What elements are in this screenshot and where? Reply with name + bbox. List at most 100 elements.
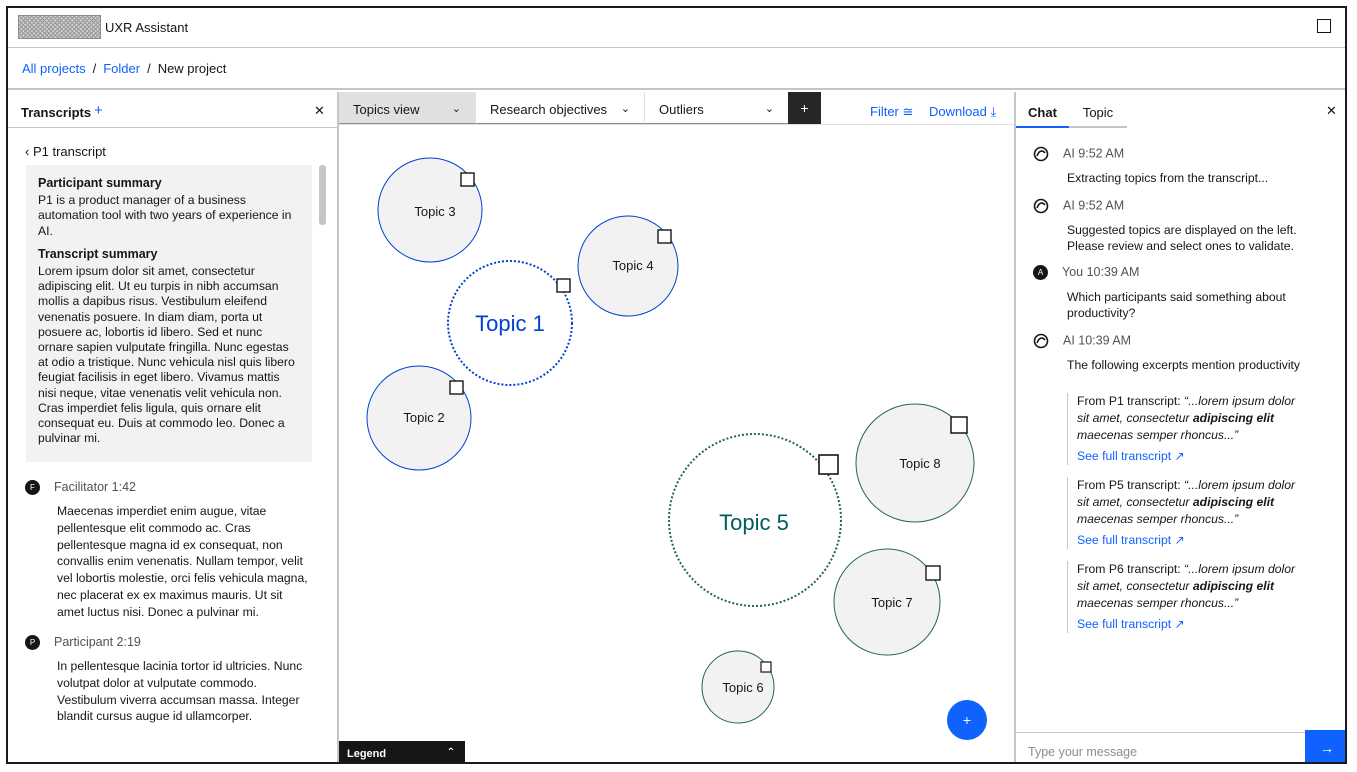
breadcrumb-folder[interactable]: Folder <box>103 61 141 76</box>
app-window: UXR Assistant All projects/Folder/New pr… <box>6 6 1347 764</box>
filter-button[interactable]: Filter ≅ <box>870 104 913 120</box>
excerpt-quote: “...lorem ipsum dolor sit amet, consecte… <box>1077 562 1296 593</box>
topic-4-checkbox[interactable] <box>657 229 672 244</box>
legend-toggle[interactable]: Legend⌃ <box>339 741 465 762</box>
topic-5-checkbox[interactable] <box>818 454 839 475</box>
excerpt-highlight: adipiscing elit <box>1192 495 1275 509</box>
maximize-icon[interactable] <box>1317 19 1331 33</box>
topic-3-label: Topic 3 <box>414 204 455 219</box>
ai-icon <box>1033 146 1049 162</box>
topic-canvas: Topic 3 Topic 4 Topic 1 To <box>339 124 1014 762</box>
download-icon: ⤓ <box>990 104 997 119</box>
message-text: Which participants said something about … <box>1067 290 1286 320</box>
excerpt-source: From P1 transcript: <box>1077 394 1185 408</box>
see-full-transcript-link[interactable]: See full transcript ↗ <box>1077 532 1307 549</box>
message-text: The following excerpts mention productiv… <box>1067 358 1301 372</box>
topics-panel: Topics view ⌄ Research objectives⌄ Outlie… <box>339 92 1014 762</box>
outliers-dropdown[interactable]: Outliers⌄ <box>644 92 788 124</box>
send-button[interactable]: → <box>1305 730 1345 762</box>
add-filter-button[interactable]: + <box>788 92 821 124</box>
external-link-icon: ↗ <box>1174 449 1185 463</box>
excerpt-highlight: adipiscing elit <box>1192 411 1275 425</box>
dropdown-label: Outliers <box>659 102 704 117</box>
view-dropdown[interactable]: Topics view ⌄ <box>339 92 475 124</box>
topic-1-bubble[interactable]: Topic 1 <box>447 260 573 386</box>
message-header: AI 9:52 AM <box>1033 146 1124 162</box>
external-link-icon: ↗ <box>1174 617 1185 631</box>
dropdown-label: Research objectives <box>490 102 608 117</box>
transcript-entry-text: Maecenas imperdiet enim augue, vitae pel… <box>57 504 308 619</box>
message-author: AI 10:39 AM <box>1063 333 1132 348</box>
message-input[interactable]: Type your message <box>1016 732 1305 762</box>
external-link-icon: ↗ <box>1174 533 1185 547</box>
close-icon[interactable]: ✕ <box>314 103 325 118</box>
see-full-transcript-link[interactable]: See full transcript ↗ <box>1077 448 1307 465</box>
topic-6-checkbox[interactable] <box>760 661 772 673</box>
download-button[interactable]: Download ⤓ <box>929 104 996 120</box>
add-topic-fab[interactable]: + <box>947 700 987 740</box>
excerpt-quote: maecenas semper rhoncus...” <box>1077 428 1239 442</box>
chat-panel: Chat Topic ✕ AI 9:52 AM Extracting topic… <box>1014 92 1345 762</box>
speaker-facilitator: F Facilitator 1:42 <box>25 480 136 496</box>
breadcrumb-current: New project <box>157 61 227 76</box>
close-icon[interactable]: ✕ <box>1326 103 1337 118</box>
topic-1-checkbox[interactable] <box>556 278 571 293</box>
filter-label: Filter <box>870 104 899 119</box>
topic-6-bubble[interactable]: Topic 6 <box>701 650 775 724</box>
legend-label: Legend <box>347 748 387 760</box>
transcript-entry-text: In pellentesque lacinia tortor id ultric… <box>57 659 303 724</box>
excerpt-highlight: adipiscing elit <box>1192 579 1275 593</box>
excerpt-p6: From P6 transcript: “...lorem ipsum dolo… <box>1067 561 1307 633</box>
topic-5-bubble[interactable]: Topic 5 <box>668 433 842 607</box>
topic-8-bubble[interactable]: Topic 8 <box>855 403 975 523</box>
topic-3-checkbox[interactable] <box>460 172 475 187</box>
topic-7-checkbox[interactable] <box>925 565 941 581</box>
dropdown-label: Topics view <box>353 102 420 117</box>
message-author: AI 9:52 AM <box>1063 198 1125 213</box>
tab-topic[interactable]: Topic <box>1069 92 1127 128</box>
topic-8-checkbox[interactable] <box>950 416 968 434</box>
transcripts-title: Transcripts <box>21 105 92 120</box>
breadcrumb-separator: / <box>147 61 151 76</box>
scrollbar-thumb[interactable] <box>319 165 326 225</box>
excerpt-quote: maecenas semper rhoncus...” <box>1077 596 1239 610</box>
add-transcript-icon[interactable]: + <box>94 102 103 119</box>
topic-2-checkbox[interactable] <box>449 380 464 395</box>
speaker-label: Facilitator 1:42 <box>54 480 136 494</box>
tab-chat[interactable]: Chat <box>1016 92 1069 128</box>
logo <box>18 15 101 39</box>
app-title: UXR Assistant <box>105 20 189 35</box>
ai-icon <box>1033 198 1049 214</box>
excerpt-source: From P6 transcript: <box>1077 562 1185 576</box>
excerpt-source: From P5 transcript: <box>1077 478 1185 492</box>
user-avatar: A <box>1033 265 1048 281</box>
breadcrumb: All projects/Folder/New project <box>8 48 1345 90</box>
back-to-transcript-link[interactable]: ‹ P1 transcript <box>25 144 106 159</box>
message-header: AI 10:39 AM <box>1033 333 1131 349</box>
transcript-summary-title: Transcript summary <box>38 246 158 261</box>
transcript-summary-text: Lorem ipsum dolor sit amet, consectetur … <box>38 264 295 446</box>
topic-7-label: Topic 7 <box>871 595 912 610</box>
chevron-down-icon: ⌄ <box>451 103 461 115</box>
topic-2-bubble[interactable]: Topic 2 <box>366 365 472 471</box>
excerpt-quote: “...lorem ipsum dolor sit amet, consecte… <box>1077 478 1296 509</box>
excerpt-p1: From P1 transcript: “...lorem ipsum dolo… <box>1067 393 1307 465</box>
sliders-icon: ≅ <box>902 104 914 119</box>
download-label: Download <box>929 104 987 119</box>
topic-3-bubble[interactable]: Topic 3 <box>377 157 483 263</box>
excerpt-quote: “...lorem ipsum dolor sit amet, consecte… <box>1077 394 1296 425</box>
summary-card: Participant summary P1 is a product mana… <box>26 165 312 462</box>
message-text: Suggested topics are displayed on the le… <box>1067 223 1297 253</box>
topic-4-bubble[interactable]: Topic 4 <box>577 215 679 317</box>
excerpt-quote: maecenas semper rhoncus...” <box>1077 512 1239 526</box>
avatar: F <box>25 480 40 496</box>
transcripts-header: Transcripts + ✕ <box>8 92 337 128</box>
message-text: Extracting topics from the transcript... <box>1067 171 1269 185</box>
message-author: AI 9:52 AM <box>1063 146 1125 161</box>
research-objectives-dropdown[interactable]: Research objectives⌄ <box>475 92 644 124</box>
topic-7-bubble[interactable]: Topic 7 <box>833 548 941 656</box>
breadcrumb-all-projects[interactable]: All projects <box>22 61 86 76</box>
see-full-transcript-link[interactable]: See full transcript ↗ <box>1077 616 1307 633</box>
message-header: AI 9:52 AM <box>1033 198 1124 214</box>
